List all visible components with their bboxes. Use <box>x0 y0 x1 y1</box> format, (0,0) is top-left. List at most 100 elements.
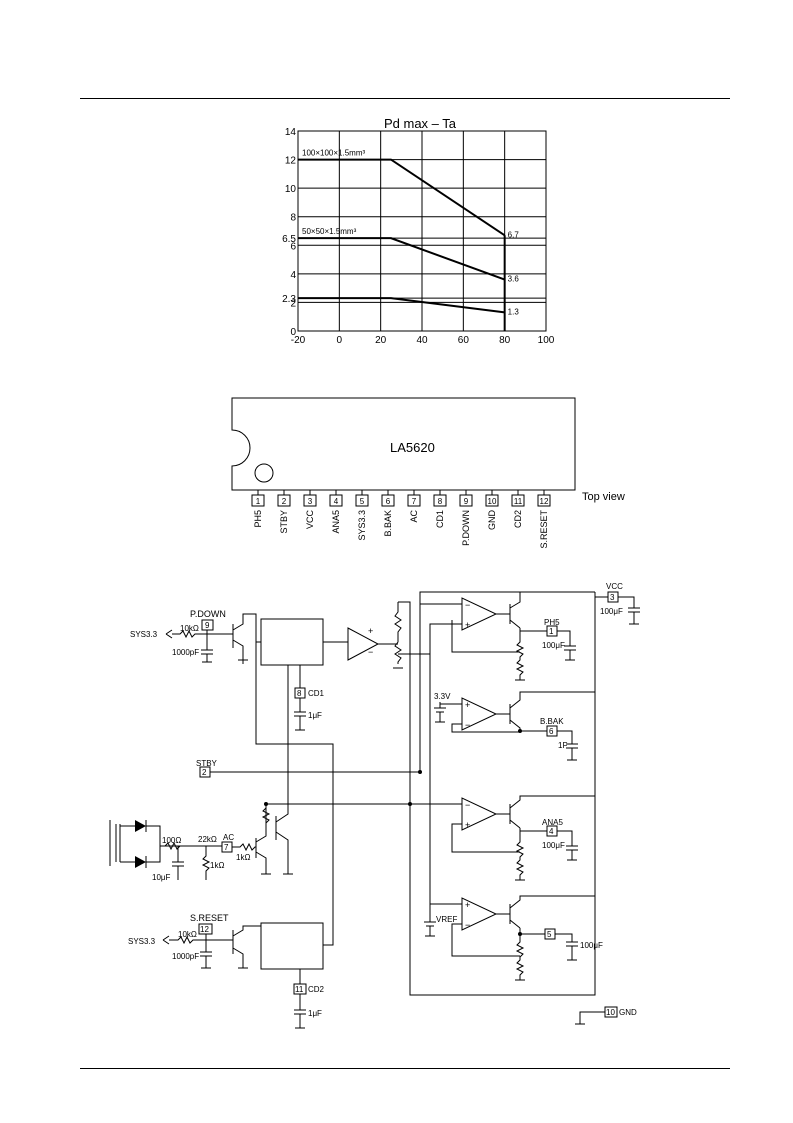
ac-label: AC <box>223 833 234 842</box>
header-rule <box>80 98 730 99</box>
ana5-pin: 4 <box>549 827 554 836</box>
r22k-label: 22kΩ <box>198 835 217 844</box>
pin-number: 2 <box>282 497 287 506</box>
svg-text:−: − <box>465 600 470 610</box>
pin-box <box>355 494 369 507</box>
package-diagram: LA5620 Top view 1PH52STBY3VCC4ANA55SYS3.… <box>231 397 625 549</box>
vcc-block: VCC 3 100μF <box>595 582 640 625</box>
vcc-pin: 3 <box>610 593 615 602</box>
pin-number: 12 <box>540 497 549 506</box>
pin1-marker <box>254 463 274 483</box>
gnd-label: GND <box>619 1008 637 1017</box>
vcc-cap-label: 100μF <box>600 607 623 616</box>
stby-pin: 2 <box>202 768 207 777</box>
x-tick-label: 60 <box>458 335 470 346</box>
vcc-label: VCC <box>606 582 623 591</box>
pin-number: 6 <box>386 497 391 506</box>
x-tick-label: 0 <box>337 335 343 346</box>
ana5-label: ANA5 <box>542 818 563 827</box>
c10u-label: 10μF <box>152 873 171 882</box>
svg-text:−: − <box>465 720 470 730</box>
pdown-block: P.DOWN 9 SYS3.3 10kΩ 1000pF + − 8 CD1 1μ… <box>130 601 411 946</box>
out5-cap-label: 100μF <box>580 941 603 950</box>
cd2-label: CD2 <box>308 985 325 994</box>
pin-number: 5 <box>360 497 365 506</box>
ic-package-body <box>231 397 576 491</box>
y-tick-label: 4 <box>290 270 296 281</box>
regulator-ph5: − + PH5 1 100μF <box>398 591 595 681</box>
x-tick-label: 20 <box>375 335 387 346</box>
y-tick-label: 12 <box>285 156 297 167</box>
ph5-cap-label: 100μF <box>542 641 565 650</box>
pin-name: SYS3.3 <box>357 510 367 541</box>
svg-text:+: + <box>465 700 470 710</box>
sreset-pin: 12 <box>200 925 209 934</box>
y-tick-label: 0 <box>290 327 296 338</box>
c1000p-label-b: 1000pF <box>172 952 199 961</box>
y-tick-label: 2.3 <box>282 294 296 305</box>
y-tick-label: 2 <box>290 298 296 309</box>
chart-title: Pd max – Ta <box>384 116 457 131</box>
bbak-cap-label: 1F <box>558 741 567 750</box>
pin-box <box>329 494 343 507</box>
x-tick-label: 100 <box>538 335 555 346</box>
pin-name: AC <box>409 510 419 523</box>
svg-text:−: − <box>465 920 470 930</box>
gnd-block: 10 GND <box>575 1006 637 1025</box>
end-value-label: 3.6 <box>508 275 520 284</box>
c1u-label-b: 1μF <box>308 1009 322 1018</box>
pdown-pin: 9 <box>205 621 210 630</box>
sreset-block: S.RESET 12 SYS3.3 10kΩ 1000pF 11 CD2 1μF <box>128 913 325 1029</box>
vref-label: VREF <box>436 915 457 924</box>
series-line-2 <box>298 237 506 281</box>
svg-text:+: + <box>465 900 470 910</box>
ac-input-block: 100Ω 10μF 1kΩ 22kΩ AC 7 1kΩ <box>109 665 410 882</box>
regulator-out5: +− VREF 5 100μF <box>409 592 603 996</box>
r10k-label-a: 10kΩ <box>180 624 199 633</box>
pin-box <box>303 494 317 507</box>
pin-box <box>433 494 447 507</box>
comp-minus: − <box>368 647 373 657</box>
pin-number: 4 <box>334 497 339 506</box>
pin-name: ANA5 <box>331 510 341 534</box>
sreset-label: S.RESET <box>190 913 229 923</box>
pin-number: 10 <box>488 497 497 506</box>
pin-number: 7 <box>412 497 417 506</box>
pin-box <box>459 494 473 507</box>
pin-box <box>277 494 291 507</box>
stby-label: STBY <box>196 759 218 768</box>
cd1-label: CD1 <box>308 689 325 698</box>
r1k-label: 1kΩ <box>210 861 224 870</box>
ac-pin: 7 <box>224 843 229 852</box>
v33-label: 3.3V <box>434 692 451 701</box>
sys33-label-a: SYS3.3 <box>130 630 158 639</box>
ph5-label: PH5 <box>544 618 560 627</box>
svg-text:+: + <box>465 620 470 630</box>
series-name-label: 100×100×1.5mm³ <box>302 149 365 158</box>
y-tick-label: 14 <box>285 127 297 138</box>
pin-number: 9 <box>464 497 469 506</box>
end-value-label: 1.3 <box>508 307 520 316</box>
x-tick-label: 40 <box>416 335 428 346</box>
bbak-label: B.BAK <box>540 717 564 726</box>
pdown-label: P.DOWN <box>190 609 226 619</box>
svg-text:+: + <box>465 820 470 830</box>
series-name-label: 50×50×1.5mm³ <box>302 227 357 236</box>
y-tick-label: 6 <box>290 241 296 252</box>
top-view-label: Top view <box>582 491 625 503</box>
pin-name: VCC <box>305 510 315 530</box>
pin-box <box>485 494 499 507</box>
pin-name: GND <box>487 510 497 531</box>
series-line-3 <box>298 297 505 314</box>
r10k-label-b: 10kΩ <box>178 930 197 939</box>
pin-name: PH5 <box>253 510 263 528</box>
y-tick-label: 8 <box>290 213 296 224</box>
end-value-label: 6.7 <box>508 230 520 239</box>
series-line-1 <box>298 158 506 237</box>
pin-name: CD1 <box>435 510 445 528</box>
x-tick-label: -20 <box>291 335 306 346</box>
pin-name: CD2 <box>513 510 523 528</box>
pin-number: 11 <box>514 497 523 506</box>
ph5-pin: 1 <box>549 627 554 636</box>
